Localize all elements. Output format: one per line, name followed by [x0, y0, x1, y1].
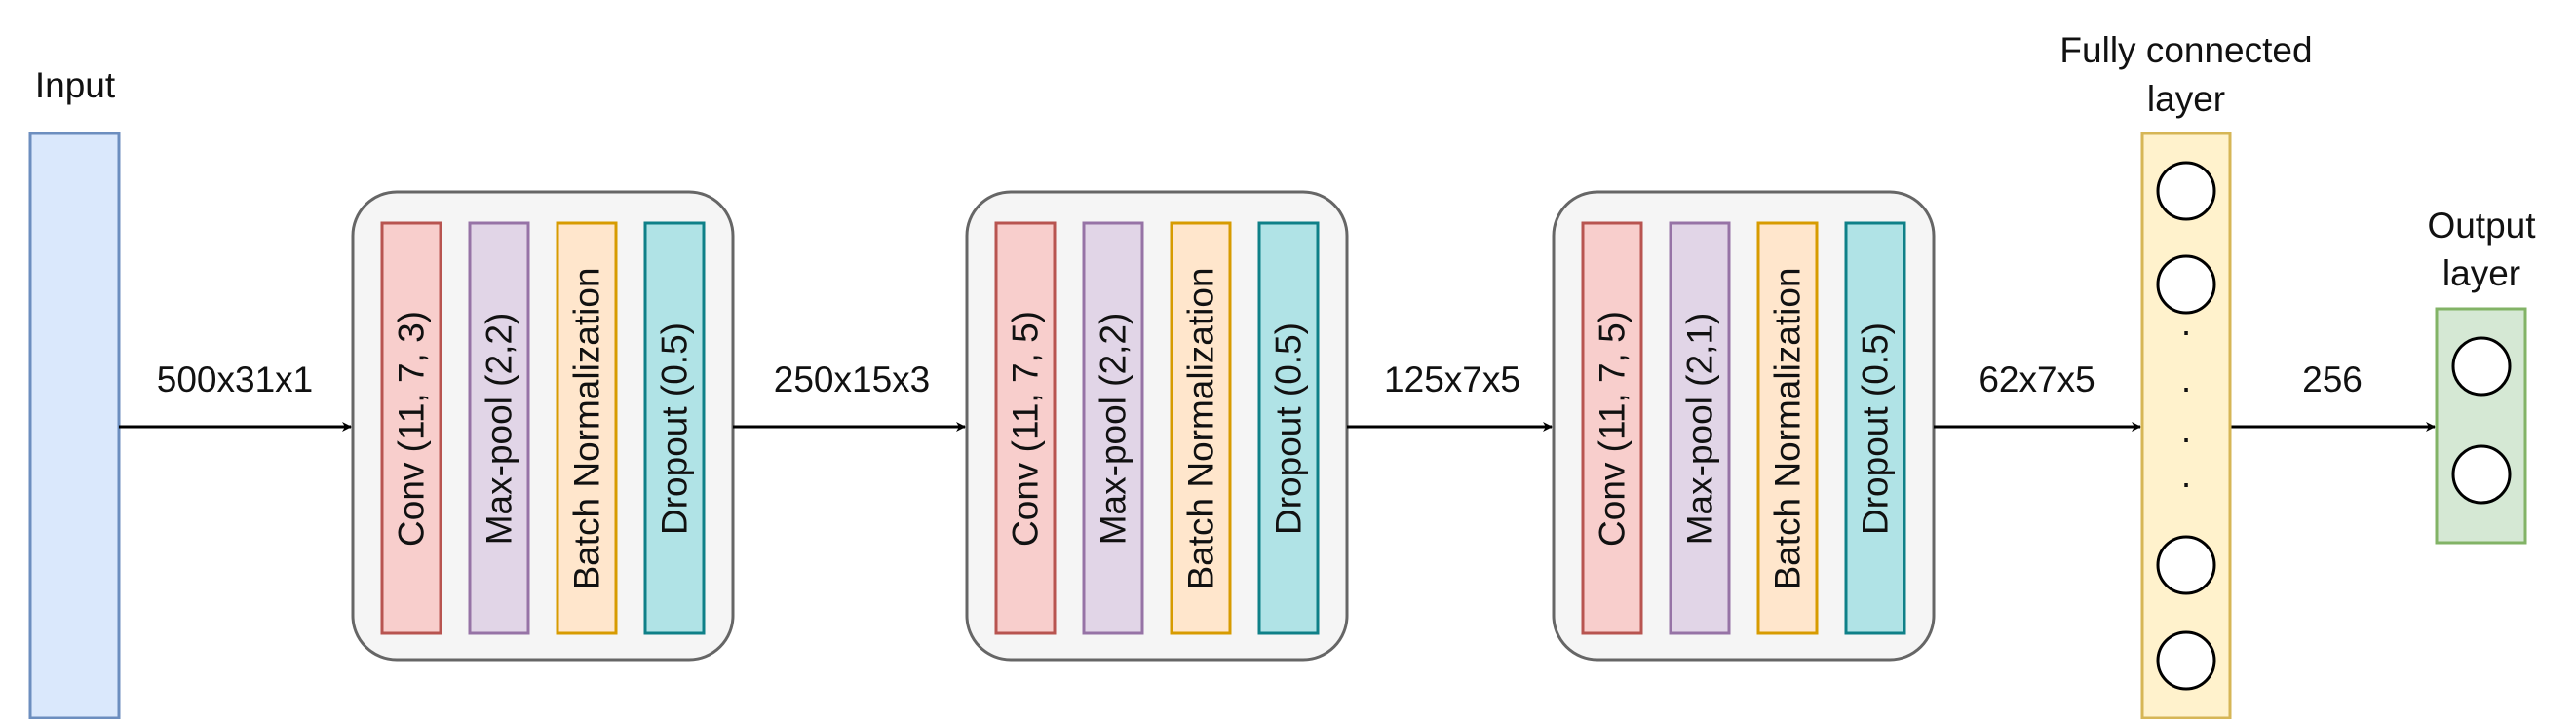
ellipsis-dot: ·: [2180, 463, 2192, 503]
ellipsis-dot: ·: [2180, 367, 2192, 407]
maxpool-layer: [1669, 221, 1731, 635]
maxpool-layer: [1082, 221, 1144, 635]
fc-layer-label-line2: layer: [2147, 79, 2225, 119]
input-label: Input: [35, 65, 116, 105]
ellipsis-dot: ·: [2180, 311, 2192, 351]
output-node: [2451, 444, 2512, 505]
output-node: [2451, 336, 2512, 397]
batchnorm-layer: [1170, 221, 1232, 635]
dropout-layer: [1257, 221, 1320, 635]
batchnorm-layer: [1756, 221, 1819, 635]
output-layer-label-line2: layer: [2442, 253, 2520, 293]
conv-layer: [380, 221, 442, 635]
conv-layer: [994, 221, 1057, 635]
batchnorm-label: Batch Normalization: [567, 267, 607, 589]
maxpool-label: Max-pool (2,2): [480, 313, 519, 546]
dropout-label: Dropout (0.5): [1856, 322, 1896, 535]
conv-block-1: Conv (11, 7, 3) Max-pool (2,2) Batch Nor…: [351, 190, 735, 662]
arrow-label-1: 500x31x1: [157, 360, 313, 399]
input-layer: [28, 132, 121, 719]
fc-layer-label-line1: Fully connected: [2059, 30, 2312, 70]
conv-label: Conv (11, 7, 5): [1593, 311, 1633, 547]
conv-layer: [1581, 221, 1643, 635]
arrow-label-5: 256: [2302, 360, 2363, 399]
neuron-node: [2156, 254, 2216, 315]
output-layer-label-line1: Output: [2427, 206, 2536, 246]
conv-label: Conv (11, 7, 3): [392, 311, 432, 547]
maxpool-label: Max-pool (2,2): [1094, 313, 1134, 546]
dropout-layer: [643, 221, 706, 635]
conv-block-2: Conv (11, 7, 5) Max-pool (2,2) Batch Nor…: [965, 190, 1349, 662]
maxpool-layer: [468, 221, 530, 635]
batchnorm-label: Batch Normalization: [1181, 267, 1221, 589]
conv-block-3: Conv (11, 7, 5) Max-pool (2,1) Batch Nor…: [1552, 190, 1936, 662]
arrow-label-3: 125x7x5: [1384, 360, 1520, 399]
neuron-node: [2156, 630, 2216, 691]
dropout-layer: [1844, 221, 1906, 635]
maxpool-label: Max-pool (2,1): [1680, 313, 1720, 546]
arrow-label-4: 62x7x5: [1979, 360, 2095, 399]
conv-label: Conv (11, 7, 5): [1006, 311, 1046, 547]
neuron-node: [2156, 535, 2216, 595]
batchnorm-layer: [556, 221, 618, 635]
arrow-label-2: 250x15x3: [774, 360, 930, 399]
ellipsis-dot: ·: [2180, 418, 2192, 458]
dropout-label: Dropout (0.5): [1269, 322, 1309, 535]
batchnorm-label: Batch Normalization: [1768, 267, 1808, 589]
dropout-label: Dropout (0.5): [655, 322, 695, 535]
fc-layer: [2140, 132, 2232, 719]
neuron-node: [2156, 161, 2216, 221]
